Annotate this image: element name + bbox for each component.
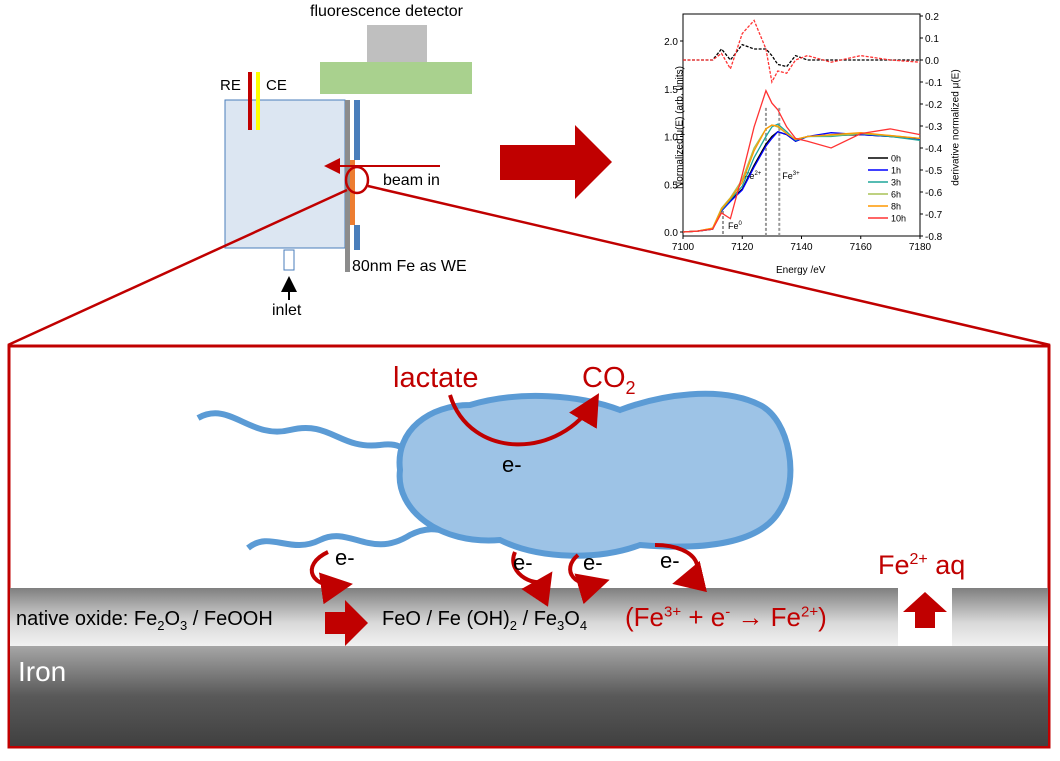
y-tick-label: 1.0 <box>664 133 678 144</box>
plot-frame <box>682 13 921 237</box>
y-tick-label: 2.0 <box>664 37 678 48</box>
edge-annotation: Fe0 <box>728 221 743 231</box>
bacterium-cell <box>396 390 794 559</box>
y-right-tick-label: 0.1 <box>925 34 939 45</box>
ce-label: CE <box>266 77 287 94</box>
y-right-tick-label: -0.8 <box>925 232 943 243</box>
y-right-tick-label: 0.0 <box>925 56 939 67</box>
legend-label: 8h <box>891 202 901 212</box>
electron-label: e- <box>502 452 522 477</box>
x-tick-label: 7100 <box>672 242 695 253</box>
electron-transfer-arrows <box>309 543 708 607</box>
window-upper <box>354 100 360 160</box>
legend-label: 3h <box>891 178 901 188</box>
detector-head <box>367 25 427 63</box>
fe2-aq-label: Fe2+ aq <box>878 550 966 580</box>
series-line-8h <box>682 124 921 233</box>
big-arrow <box>500 125 612 199</box>
reduction-reaction: (Fe3+ + e- → Fe2+) <box>625 602 827 632</box>
y-right-tick-label: -0.1 <box>925 78 943 89</box>
x-tick-label: 7180 <box>909 242 932 253</box>
x-tick-label: 7160 <box>850 242 873 253</box>
zoom-line-right <box>367 184 1051 347</box>
series-line-10h <box>682 88 921 233</box>
x-tick-label: 7120 <box>731 242 754 253</box>
y-tick-label: 1.5 <box>664 85 678 96</box>
y-right-tick-label: -0.2 <box>925 100 943 111</box>
lactate-arrow <box>448 393 600 447</box>
native-oxide-label: native oxide: Fe2O3 / FeOOH <box>16 608 273 633</box>
y-right-tick-label: -0.4 <box>925 144 943 155</box>
y-right-tick-label: -0.6 <box>925 188 943 199</box>
iron-layer <box>10 646 1048 746</box>
zoom-ellipse <box>344 165 370 195</box>
electron-label: e- <box>583 550 603 575</box>
legend-label: 1h <box>891 166 901 176</box>
chart-ylabel-right: derivative normalized μ(E) <box>950 69 962 186</box>
electron-label: e- <box>335 545 355 570</box>
edge-annotation: Fe3+ <box>782 171 800 181</box>
inlet-label: inlet <box>272 302 302 319</box>
y-tick-label: 0.0 <box>664 228 678 239</box>
derivative-line-10h <box>683 19 921 84</box>
window-lower <box>354 225 360 250</box>
re-label: RE <box>220 77 241 94</box>
detector-label: fluorescence detector <box>310 3 463 20</box>
cell-body <box>224 99 346 249</box>
zoom-line-left <box>7 188 348 347</box>
edge-annotation: Fe2+ <box>744 171 762 181</box>
co2-label: CO2 <box>582 362 636 398</box>
xanes-chart: 7100 7120 7140 7160 7180 0.0 0.5 1.0 1.5 2.0 0.2 0.… <box>664 12 943 253</box>
reference-electrode <box>248 72 252 130</box>
electron-label: e- <box>660 548 680 573</box>
chart-xlabel: Energy /eV <box>776 265 826 276</box>
y-right-tick-label: -0.3 <box>925 122 943 133</box>
legend-label: 10h <box>891 214 906 224</box>
legend-label: 6h <box>891 190 901 200</box>
electron-label: e- <box>513 550 533 575</box>
inlet-port <box>283 249 295 271</box>
beam-label: beam in <box>383 172 440 189</box>
oxide-conversion-arrow <box>325 600 368 646</box>
x-tick-label: 7140 <box>790 242 813 253</box>
fe2-release-arrow <box>903 592 947 628</box>
reduced-oxide-label: FeO / Fe (OH)2 / Fe3O4 <box>382 608 588 633</box>
detector-window <box>320 62 472 94</box>
we-label: 80nm Fe as WE <box>352 258 467 275</box>
y-right-tick-label: -0.7 <box>925 210 943 221</box>
legend-label: 0h <box>891 154 901 164</box>
y-right-tick-label: 0.2 <box>925 12 939 23</box>
y-right-tick-label: -0.5 <box>925 166 943 177</box>
lactate-label: lactate <box>393 362 479 394</box>
y-tick-label: 0.5 <box>664 180 678 191</box>
counter-electrode <box>256 72 260 130</box>
iron-label: Iron <box>18 656 67 687</box>
chart-ylabel: Normalized μ(E) (arb. units) <box>674 66 686 190</box>
